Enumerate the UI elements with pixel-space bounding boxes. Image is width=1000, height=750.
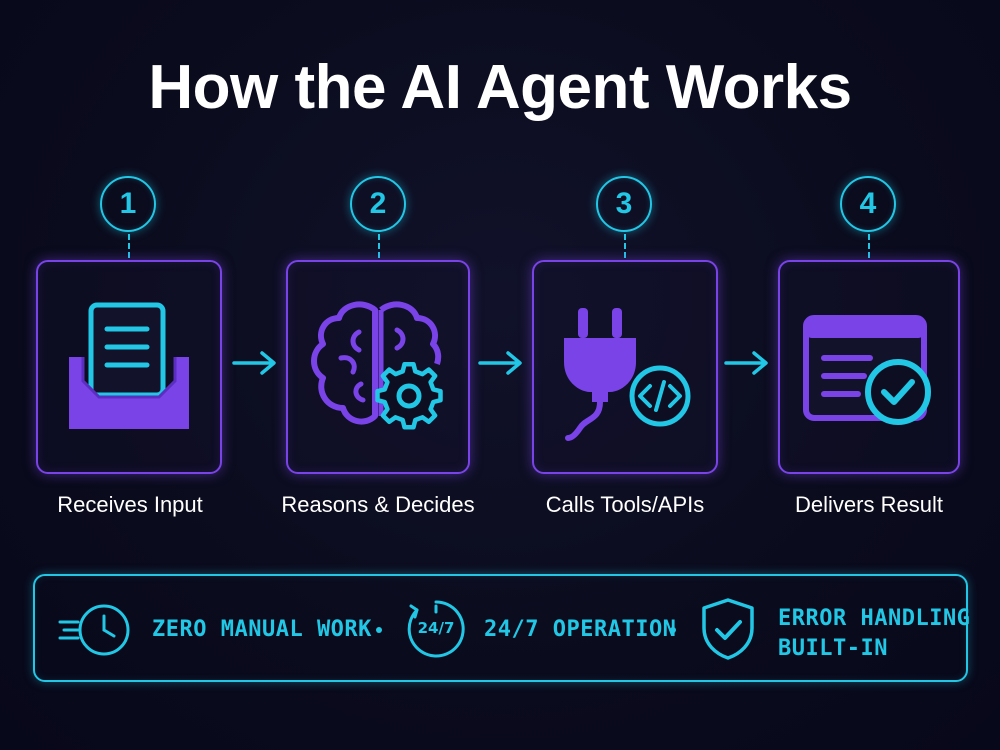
window-check-icon <box>803 315 931 425</box>
arrow-right-icon <box>478 351 522 375</box>
inbox-tray-icon <box>69 302 189 429</box>
step-3-connector <box>624 234 626 258</box>
step-2-label: Reasons & Decides <box>281 492 475 517</box>
brain-gear-icon <box>311 301 443 430</box>
feature-error-handling-line1: ERROR HANDLING <box>778 606 971 631</box>
step-4-label: Delivers Result <box>795 492 943 517</box>
arrow-right-icon <box>724 351 768 375</box>
step-3-number: 3 <box>596 176 652 232</box>
step-2-number: 2 <box>350 176 406 232</box>
page-title: How the AI Agent Works <box>148 53 852 122</box>
shield-check-icon <box>702 598 754 660</box>
step-1-card <box>36 260 222 474</box>
step-3-label: Calls Tools/APIs <box>545 492 705 517</box>
step-1-label: Receives Input <box>57 492 203 517</box>
separator-dot <box>670 627 676 633</box>
clock-24-7-icon-text: 24/7 <box>417 619 455 637</box>
features-banner <box>33 574 968 682</box>
step-4-card <box>778 260 960 474</box>
step-4-connector <box>868 234 870 258</box>
feature-error-handling-line2: BUILT-IN <box>778 636 888 661</box>
step-4-number: 4 <box>840 176 896 232</box>
step-1-number: 1 <box>100 176 156 232</box>
arrow-right-icon <box>232 351 276 375</box>
plug-code-icon <box>564 308 691 441</box>
separator-dot <box>376 627 382 633</box>
step-1-connector <box>128 234 130 258</box>
step-2-connector <box>378 234 380 258</box>
fast-clock-icon <box>58 604 130 656</box>
clock-24-7-icon: 24/7 <box>405 598 467 660</box>
feature-zero-manual-work: ZERO MANUAL WORK <box>152 617 372 642</box>
step-2-card <box>286 260 470 474</box>
step-3-card <box>532 260 718 474</box>
feature-24-7-operation: 24/7 OPERATION <box>484 617 677 642</box>
